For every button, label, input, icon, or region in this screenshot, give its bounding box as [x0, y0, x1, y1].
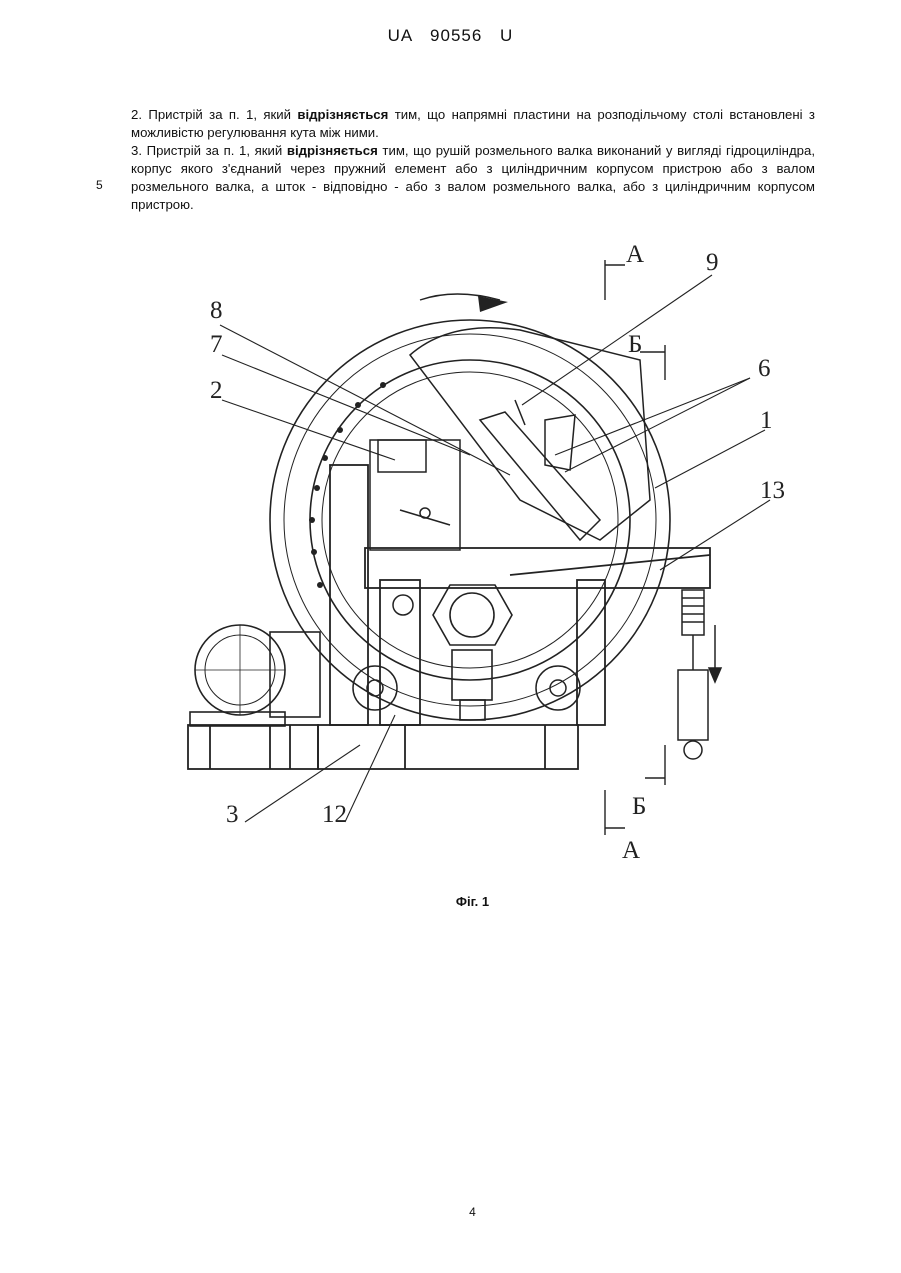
section-a-top: А — [626, 241, 644, 268]
hydraulic-cylinder — [678, 590, 721, 759]
technical-drawing: 1 2 3 6 7 8 9 12 13 А Б Б А — [185, 232, 805, 872]
claim-2-keyword: відрізняється — [297, 107, 388, 122]
label-12: 12 — [322, 801, 347, 828]
figure-caption: Фіг. 1 — [0, 894, 901, 909]
line-number: 5 — [96, 178, 103, 192]
claim-2: 2. Пристрій за п. 1, який відрізняється … — [131, 106, 815, 142]
claims-text: 2. Пристрій за п. 1, який відрізняється … — [131, 106, 815, 214]
base-frame — [188, 725, 578, 769]
label-1: 1 — [760, 407, 773, 434]
drum-bolts — [309, 382, 386, 588]
label-3: 3 — [226, 801, 239, 828]
label-2: 2 — [210, 377, 223, 404]
label-6: 6 — [758, 355, 771, 382]
claim-3-keyword: відрізняється — [287, 143, 378, 158]
rotation-arrow — [420, 294, 508, 312]
section-b-top: Б — [628, 331, 642, 358]
support-wheels — [353, 595, 580, 710]
label-8: 8 — [210, 297, 223, 324]
section-a-bottom: А — [622, 837, 640, 864]
electric-motor — [190, 625, 320, 726]
claim-3-intro: 3. Пристрій за п. 1, який — [131, 143, 287, 158]
patent-number-header: UA 90556 U — [0, 26, 901, 46]
page-number: 4 — [0, 1205, 901, 1219]
label-7: 7 — [210, 331, 223, 358]
section-b-bottom: Б — [632, 793, 646, 820]
claim-3: 3. Пристрій за п. 1, який відрізняється … — [131, 142, 815, 214]
label-9: 9 — [706, 249, 719, 276]
label-13: 13 — [760, 477, 785, 504]
mill-roll — [433, 585, 512, 720]
distributor-plates — [410, 328, 650, 540]
claim-2-intro: 2. Пристрій за п. 1, який — [131, 107, 297, 122]
